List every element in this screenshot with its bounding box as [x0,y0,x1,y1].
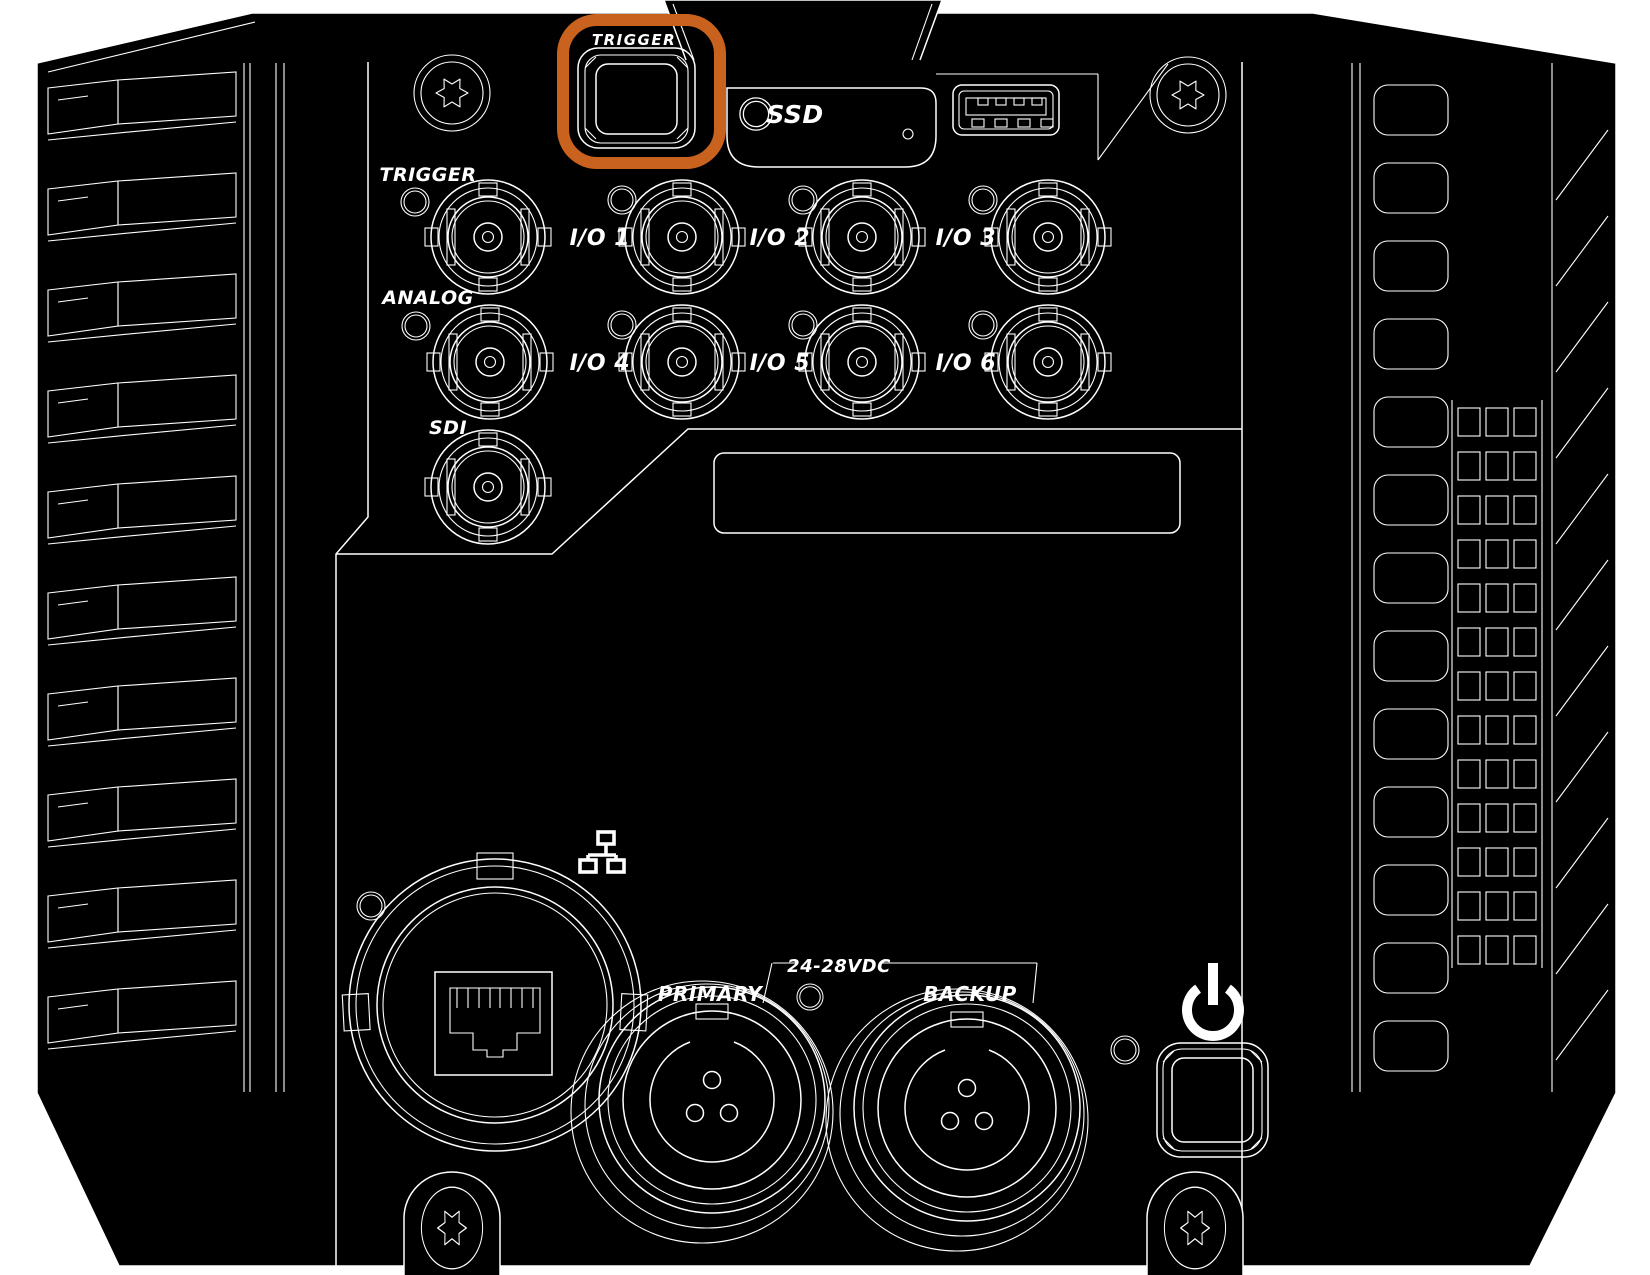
ethernet-port[interactable] [341,852,649,1152]
voltage-bracket [762,962,1038,1004]
sdi-bnc-label: SDI [429,417,467,439]
analog-bnc-label: ANALOG [380,287,474,309]
top-mount-tower [663,0,943,61]
ethernet-network-icon [578,830,626,874]
trigger-bnc-label: TRIGGER [380,164,477,186]
heatsink-fins-right [1351,63,1609,1092]
trigger-button-label: TRIGGER [592,31,676,49]
trigger-button[interactable] [577,47,696,149]
ssd-label: SSD [766,100,823,129]
io5-label: I/O 5 [750,351,810,376]
voltage-label: 24-28VDC [787,956,891,977]
connector-panel [335,62,1243,1266]
power-symbol-icon [1182,963,1244,1041]
camera-body [36,0,1617,1267]
usb-a-port[interactable] [952,84,1060,136]
io6-label: I/O 6 [936,351,996,376]
ssd-door [726,87,937,168]
trigger-button-group: TRIGGER [557,14,726,169]
power-button[interactable] [1156,1042,1269,1158]
io4-label: I/O 4 [570,351,630,376]
side-hatch [1551,63,1609,1092]
ssd-pinhole [902,128,914,140]
io1-label: I/O 1 [570,226,630,251]
heatsink-fins-left [47,63,285,1092]
side-pin-block [1451,400,1543,968]
torx-screw-bottom-left [403,1171,501,1275]
recessed-slot [713,452,1181,534]
io3-label: I/O 3 [936,226,996,251]
io2-label: I/O 2 [750,226,810,251]
ssd-group: SSD [726,63,1169,168]
torx-screw-bottom-right [1146,1171,1244,1275]
highlight-box [557,14,726,169]
